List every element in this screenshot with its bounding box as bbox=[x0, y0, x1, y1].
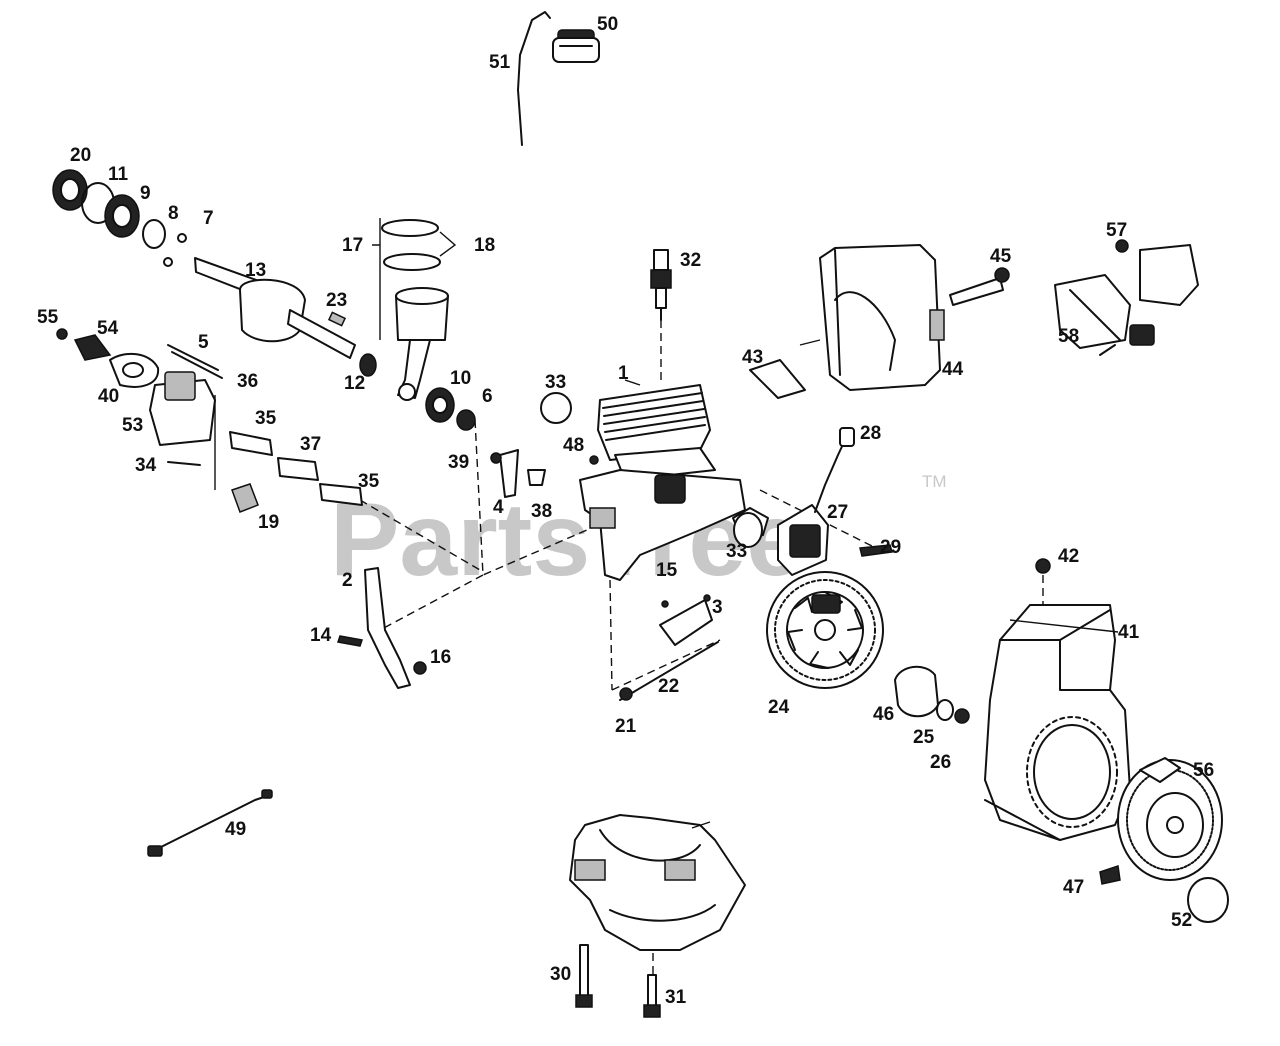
blower-housing-icon[interactable] bbox=[984, 558, 1131, 841]
callout-43[interactable]: 43 bbox=[742, 347, 763, 368]
callout-35-b[interactable]: 35 bbox=[358, 471, 380, 492]
callout-33-b[interactable]: 33 bbox=[726, 541, 747, 562]
callout-24[interactable]: 24 bbox=[768, 697, 790, 718]
callout-7[interactable]: 7 bbox=[203, 208, 214, 229]
callout-15[interactable]: 15 bbox=[656, 560, 678, 581]
watermark-trademark: TM bbox=[922, 472, 947, 491]
callout-47[interactable]: 47 bbox=[1063, 877, 1084, 898]
callout-27[interactable]: 27 bbox=[827, 502, 848, 523]
callout-1[interactable]: 1 bbox=[618, 363, 629, 384]
callout-25[interactable]: 25 bbox=[913, 727, 935, 748]
throttle-cable-icon[interactable] bbox=[147, 789, 273, 857]
callout-49[interactable]: 49 bbox=[225, 819, 246, 840]
callout-3[interactable]: 3 bbox=[712, 597, 723, 618]
callout-6[interactable]: 6 bbox=[482, 386, 493, 407]
callout-30[interactable]: 30 bbox=[550, 964, 571, 985]
callout-31[interactable]: 31 bbox=[665, 987, 687, 1008]
callout-labels: 1 2 3 4 5 6 7 8 9 10 11 12 13 14 15 16 1… bbox=[37, 14, 1214, 1008]
governor-shaft-icon[interactable] bbox=[619, 594, 719, 701]
electric-starter-icon[interactable] bbox=[1054, 239, 1199, 356]
callout-56[interactable]: 56 bbox=[1193, 760, 1214, 781]
callout-41[interactable]: 41 bbox=[1118, 622, 1140, 643]
callout-57[interactable]: 57 bbox=[1106, 220, 1127, 241]
callout-23[interactable]: 23 bbox=[326, 290, 347, 311]
callout-21[interactable]: 21 bbox=[615, 716, 637, 737]
callout-18[interactable]: 18 bbox=[474, 235, 495, 256]
callout-37[interactable]: 37 bbox=[300, 434, 321, 455]
callout-5[interactable]: 5 bbox=[198, 332, 209, 353]
crankshaft-icon[interactable] bbox=[52, 169, 377, 377]
callout-35-a[interactable]: 35 bbox=[255, 408, 277, 429]
callout-12[interactable]: 12 bbox=[344, 373, 365, 394]
ignition-module-icon[interactable] bbox=[733, 427, 893, 576]
callout-44[interactable]: 44 bbox=[942, 359, 964, 380]
callout-36[interactable]: 36 bbox=[237, 371, 258, 392]
callout-33-a[interactable]: 33 bbox=[545, 372, 566, 393]
callout-9[interactable]: 9 bbox=[140, 183, 151, 204]
callout-16[interactable]: 16 bbox=[430, 647, 451, 668]
callout-29[interactable]: 29 bbox=[880, 537, 901, 558]
callout-32[interactable]: 32 bbox=[680, 250, 701, 271]
callout-26[interactable]: 26 bbox=[930, 752, 951, 773]
callout-20[interactable]: 20 bbox=[70, 145, 91, 166]
callout-46[interactable]: 46 bbox=[873, 704, 894, 725]
callout-39[interactable]: 39 bbox=[448, 452, 469, 473]
callout-40[interactable]: 40 bbox=[98, 386, 119, 407]
callout-52[interactable]: 52 bbox=[1171, 910, 1192, 931]
callout-10[interactable]: 10 bbox=[450, 368, 471, 389]
callout-50[interactable]: 50 bbox=[597, 14, 618, 35]
primer-bulb-icon[interactable] bbox=[517, 11, 600, 146]
leader-lines bbox=[624, 379, 1119, 829]
callout-2[interactable]: 2 bbox=[342, 570, 353, 591]
callout-45[interactable]: 45 bbox=[990, 246, 1012, 267]
callout-4[interactable]: 4 bbox=[493, 497, 504, 518]
callout-42[interactable]: 42 bbox=[1058, 546, 1079, 567]
carburetor-icon[interactable] bbox=[56, 328, 363, 513]
callout-8[interactable]: 8 bbox=[168, 203, 179, 224]
callout-28[interactable]: 28 bbox=[860, 423, 881, 444]
callout-17[interactable]: 17 bbox=[342, 235, 363, 256]
callout-53[interactable]: 53 bbox=[122, 415, 143, 436]
spark-plug-icon[interactable] bbox=[650, 249, 672, 385]
callout-11[interactable]: 11 bbox=[108, 164, 129, 185]
callout-54[interactable]: 54 bbox=[97, 318, 119, 339]
callout-14[interactable]: 14 bbox=[310, 625, 332, 646]
recoil-starter-icon[interactable] bbox=[1099, 757, 1229, 923]
flywheel-icon[interactable] bbox=[766, 571, 970, 724]
callout-34[interactable]: 34 bbox=[135, 455, 157, 476]
muffler-icon[interactable] bbox=[749, 244, 1010, 399]
callout-13[interactable]: 13 bbox=[245, 260, 266, 281]
callout-22[interactable]: 22 bbox=[658, 676, 679, 697]
callout-38[interactable]: 38 bbox=[531, 501, 552, 522]
callout-58[interactable]: 58 bbox=[1058, 326, 1079, 347]
callout-51[interactable]: 51 bbox=[489, 52, 511, 73]
callout-55[interactable]: 55 bbox=[37, 307, 59, 328]
piston-icon[interactable] bbox=[372, 218, 476, 431]
crankcase-half-icon[interactable] bbox=[569, 814, 746, 1018]
callout-48[interactable]: 48 bbox=[563, 435, 584, 456]
governor-lever-icon[interactable] bbox=[337, 567, 427, 689]
callout-19[interactable]: 19 bbox=[258, 512, 279, 533]
